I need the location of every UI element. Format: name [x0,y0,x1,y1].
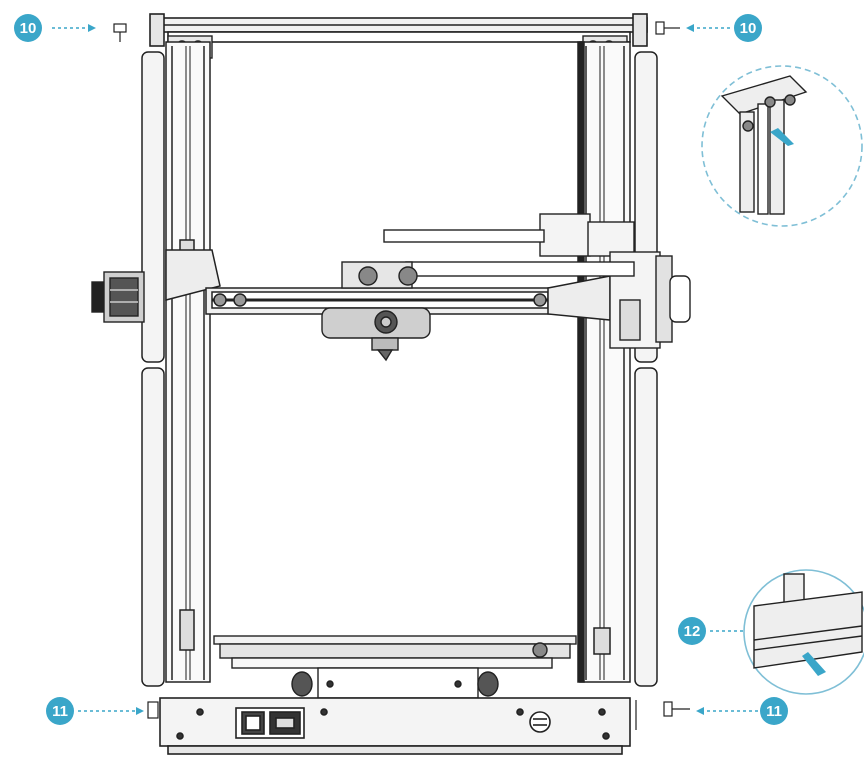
callout-12-label: 12 [684,623,701,640]
top-beam [149,13,648,47]
callout-12: 12 [678,617,706,645]
callout-10-left: 10 [14,14,42,42]
screw-top-left [113,23,127,42]
detail-circle-bottom [743,569,864,695]
print-bed [213,635,577,699]
right-gantry-block [383,213,691,349]
screw-top-right [655,21,680,35]
callout-10-right-label: 10 [740,20,757,37]
print-head [321,261,431,362]
left-motor [91,271,145,323]
callout-11-left: 11 [46,697,74,725]
detail-circle-top [701,65,863,227]
callout-11-right-label: 11 [766,703,782,720]
left-upright [141,41,211,687]
x-gantry [165,249,611,321]
screw-bottom-left [147,701,159,719]
callout-11-left-label: 11 [52,703,68,720]
callout-10-right: 10 [734,14,762,42]
callout-11-right: 11 [760,697,788,725]
screw-bottom-right [635,700,690,730]
right-upright [577,41,658,687]
arrow-heads [88,24,704,715]
base [159,697,631,755]
callout-10-left-label: 10 [20,20,37,37]
